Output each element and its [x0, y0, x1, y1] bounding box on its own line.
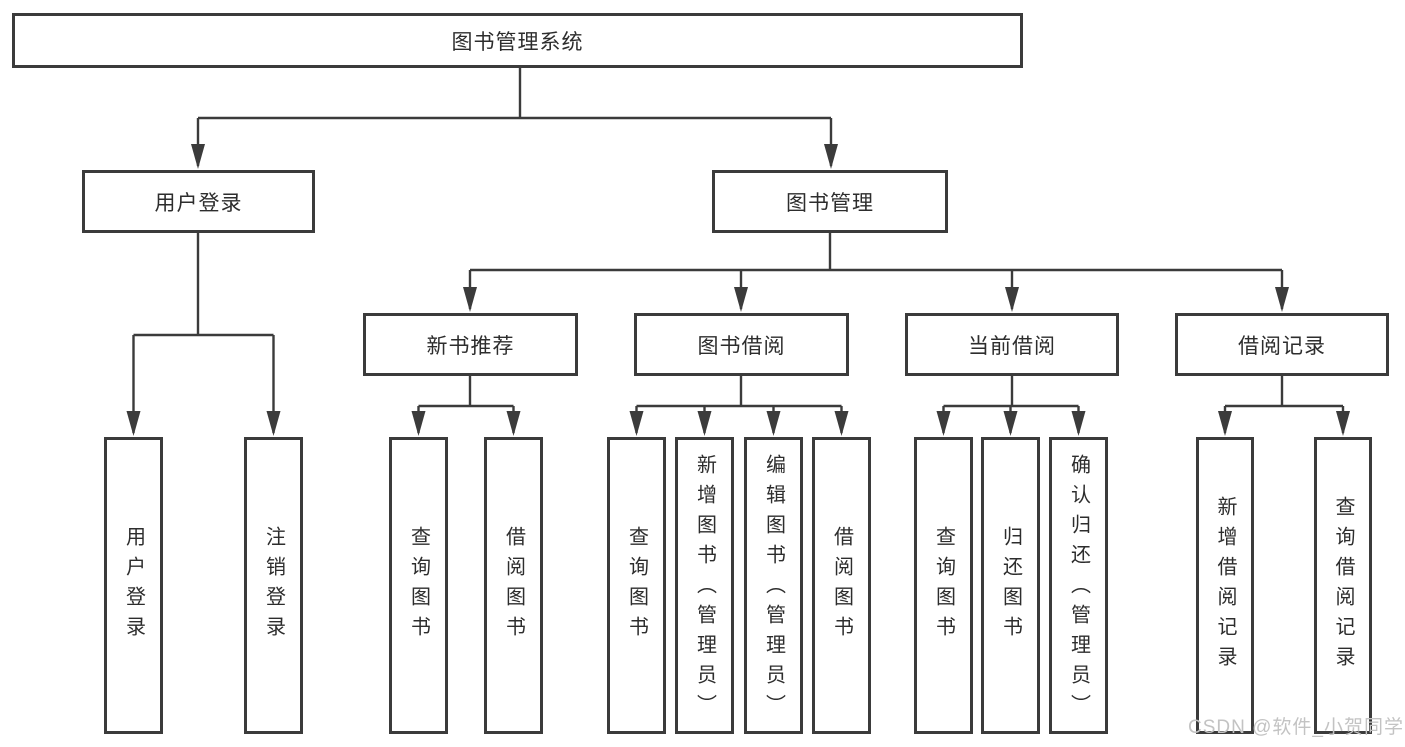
arrow-down-icon	[506, 411, 521, 436]
arrow-down-icon	[191, 144, 205, 169]
leaf-confirm-return-admin: 确认归还（管理员）	[1049, 437, 1108, 734]
arrow-down-icon	[734, 287, 748, 312]
arrow-down-icon	[1275, 287, 1289, 312]
leaf-query-borrow-record: 查询借阅记录	[1314, 437, 1372, 734]
leaf-add-book-admin: 新增图书（管理员）	[675, 437, 734, 734]
node-root-system: 图书管理系统	[12, 13, 1023, 68]
arrow-down-icon	[766, 411, 781, 436]
node-new-book-recommend: 新书推荐	[363, 313, 578, 376]
arrow-down-icon	[1071, 411, 1086, 436]
arrow-down-icon	[1336, 411, 1350, 436]
node-user-login: 用户登录	[82, 170, 315, 233]
leaf-query-book-1: 查询图书	[389, 437, 448, 734]
arrow-down-icon	[834, 411, 849, 436]
arrow-down-icon	[126, 411, 141, 436]
leaf-query-book-2: 查询图书	[607, 437, 666, 734]
arrow-down-icon	[266, 411, 281, 436]
leaf-edit-book-admin: 编辑图书（管理员）	[744, 437, 803, 734]
leaf-borrow-book-1: 借阅图书	[484, 437, 543, 734]
arrowheads	[126, 144, 1350, 436]
node-current-borrow: 当前借阅	[905, 313, 1119, 376]
arrow-down-icon	[1003, 411, 1018, 436]
leaf-return-book: 归还图书	[981, 437, 1040, 734]
arrow-down-icon	[629, 411, 644, 436]
node-borrow-record: 借阅记录	[1175, 313, 1389, 376]
connector-paths	[132, 68, 1345, 433]
leaf-logout: 注销登录	[244, 437, 303, 734]
leaf-query-book-3: 查询图书	[914, 437, 973, 734]
leaf-add-borrow-record: 新增借阅记录	[1196, 437, 1254, 734]
arrow-down-icon	[824, 144, 838, 169]
arrow-down-icon	[697, 411, 712, 436]
arrow-down-icon	[463, 287, 477, 312]
arrow-down-icon	[1005, 287, 1019, 312]
leaf-borrow-book-2: 借阅图书	[812, 437, 871, 734]
arrow-down-icon	[411, 411, 426, 436]
node-book-borrow: 图书借阅	[634, 313, 849, 376]
node-book-management: 图书管理	[712, 170, 948, 233]
arrow-down-icon	[1218, 411, 1232, 436]
arrow-down-icon	[936, 411, 951, 436]
csdn-watermark: CSDN @软件_小贺同学	[1188, 717, 1404, 738]
leaf-user-login: 用户登录	[104, 437, 163, 734]
